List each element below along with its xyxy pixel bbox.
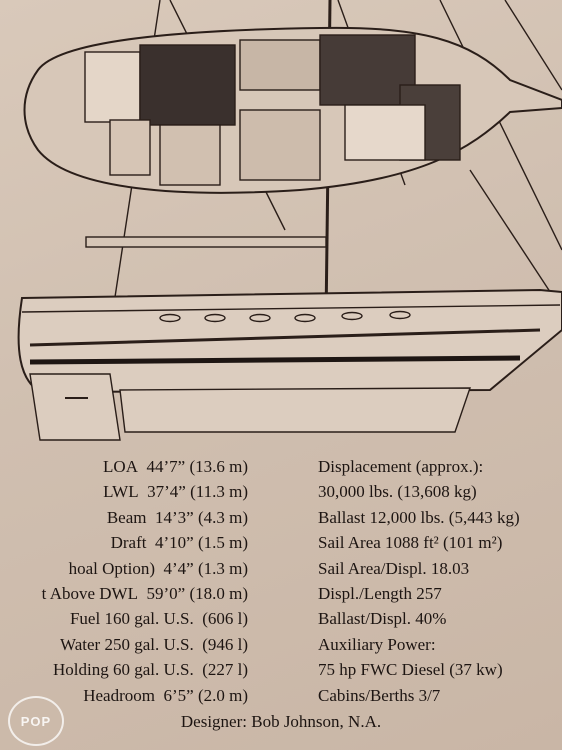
- spec-value: 6’5” (2.0 m): [163, 685, 248, 705]
- spec-value: 4’4” (1.3 m): [163, 558, 248, 578]
- spec-label: Draft: [110, 533, 155, 553]
- spec-row-left: hoal Option) 4’4” (1.3 m): [69, 559, 248, 579]
- spec-value: 59’0” (18.0 m): [146, 584, 248, 603]
- spec-row-right: Sail Area 1088 ft² (101 m²): [318, 533, 503, 553]
- spec-row-left: t Above DWL 59’0” (18.0 m): [42, 584, 248, 604]
- designer-credit: Designer: Bob Johnson, N.A.: [180, 712, 382, 731]
- spec-row-left: Fuel 160 gal. U.S. (606 l): [70, 609, 248, 629]
- spec-label: LWL: [103, 482, 148, 502]
- spec-label: Water 250 gal. U.S.: [60, 634, 203, 654]
- spec-row-right: Sail Area/Displ. 18.03: [318, 558, 470, 578]
- spec-value: (606 l): [202, 609, 248, 629]
- sailboat-drawing: [17, 0, 562, 441]
- spec-row-right: Cabins/Berths 3/7: [318, 685, 441, 705]
- spec-row-right: 75 hp FWC Diesel (37 kw): [318, 660, 503, 680]
- spec-value: 14’3” (4.3 m): [154, 507, 248, 527]
- spec-row-right: Auxiliary Power:: [318, 634, 436, 654]
- spec-value: (946 l): [202, 634, 248, 654]
- spec-label: Headroom: [83, 685, 164, 705]
- spec-row-left: Beam 14’3” (4.3 m): [107, 508, 248, 528]
- spec-value: 4’10” (1.5 m): [154, 533, 248, 553]
- spec-label: t Above DWL: [41, 584, 147, 603]
- spec-row-left: LWL 37’4” (11.3 m): [103, 482, 248, 502]
- spec-row-left: Holding 60 gal. U.S. (227 l): [53, 660, 248, 680]
- spec-label: Holding 60 gal. U.S.: [52, 660, 203, 680]
- spec-row-left: LOA 44’7” (13.6 m): [103, 457, 248, 477]
- spec-row-right: Displ./Length 257: [318, 584, 442, 603]
- spec-label: hoal Option): [68, 558, 164, 578]
- spec-value: (227 l): [202, 660, 248, 680]
- spec-value: 44’7” (13.6 m): [146, 457, 248, 476]
- spec-row-right: Ballast/Displ. 40%: [318, 609, 447, 629]
- spec-row-left: Headroom 6’5” (2.0 m): [83, 686, 248, 706]
- spec-label: Beam: [106, 507, 155, 527]
- spec-row-right: 30,000 lbs. (13,608 kg): [318, 482, 477, 502]
- pop-watermark-logo: POP: [8, 696, 64, 746]
- spec-label: LOA: [103, 457, 147, 476]
- spec-value: 37’4” (11.3 m): [147, 482, 248, 502]
- spec-row-left: Water 250 gal. U.S. (946 l): [60, 635, 248, 655]
- spec-row-left: Draft 4’10” (1.5 m): [111, 533, 248, 553]
- spec-row-right: Displacement (approx.):: [318, 457, 484, 476]
- spec-label: Fuel 160 gal. U.S.: [69, 609, 203, 629]
- spec-row-right: Ballast 12,000 lbs. (5,443 kg): [318, 507, 520, 527]
